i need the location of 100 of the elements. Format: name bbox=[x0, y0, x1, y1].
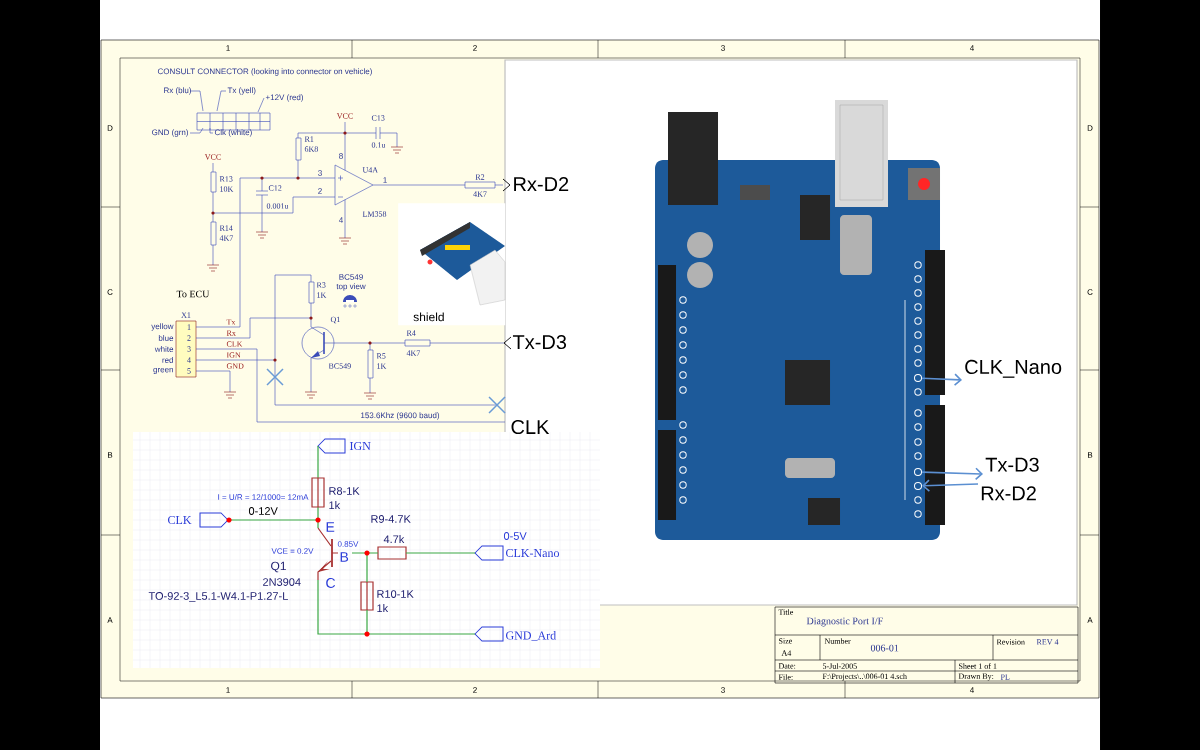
arrow bbox=[921, 373, 962, 386]
grid-reference: C bbox=[107, 289, 113, 295]
signal-label: Tx-D3 bbox=[985, 457, 1039, 472]
signal-label: Rx-D2 bbox=[514, 177, 569, 191]
wire-color-label: GND (grn) bbox=[152, 129, 188, 137]
pin-number: 8 bbox=[339, 153, 343, 159]
net-label: CLK bbox=[168, 515, 192, 525]
pin-hole bbox=[914, 468, 922, 476]
wire-color-label: blue bbox=[158, 335, 174, 341]
pin-number: 2 bbox=[318, 188, 322, 194]
component-label: BC549 bbox=[339, 274, 363, 280]
pin-label: E bbox=[326, 522, 335, 532]
grid-reference: C bbox=[1087, 289, 1093, 295]
voltage-label: 0.85V bbox=[337, 541, 359, 547]
note: CONSULT CONNECTOR (looking into connector on vehicle) bbox=[157, 68, 372, 76]
component-value: 0.001u bbox=[266, 203, 289, 209]
grid-reference: 2 bbox=[473, 687, 477, 693]
component-label: BC549 bbox=[328, 363, 351, 369]
component-label: R5 bbox=[376, 353, 386, 359]
net-label: IGN bbox=[349, 441, 371, 451]
shield-photo: shield bbox=[398, 203, 506, 326]
title-block-text: F:\Projects\..\006-01 4.sch bbox=[822, 673, 907, 681]
pin-number: 4 bbox=[338, 217, 343, 223]
arrow bbox=[921, 467, 983, 481]
wire-color-label: green bbox=[153, 368, 173, 374]
node-label: shield bbox=[413, 312, 444, 322]
note: TO-92-3_L5.1-W4.1-P1.27-L bbox=[148, 592, 288, 602]
grid-reference: 1 bbox=[226, 45, 230, 51]
net-label: CLK-Nano bbox=[506, 548, 560, 558]
signal-label: Tx-D3 bbox=[512, 334, 567, 350]
pin-number: 1 bbox=[383, 177, 387, 183]
component-value: 1K bbox=[317, 292, 327, 298]
wire-color-label: red bbox=[162, 357, 173, 363]
component-value: 1K bbox=[377, 363, 387, 369]
title-block-text: Drawn By: bbox=[958, 673, 994, 681]
component-label: LM358 bbox=[362, 211, 387, 217]
signal-label: CLK bbox=[226, 341, 243, 347]
wire-color-label: yellow bbox=[151, 323, 174, 331]
signal-label: Tx bbox=[226, 319, 236, 325]
pin-number: 3 bbox=[187, 346, 191, 352]
title-block-text: 5-Jul-2005 bbox=[823, 663, 857, 669]
component-label: R9-4.7K bbox=[371, 515, 411, 523]
title-block-text: 006-01 bbox=[870, 644, 899, 652]
title-block-text: Number bbox=[824, 638, 851, 644]
wire-color-label: Rx (blu) bbox=[164, 87, 191, 95]
pin-number: 1 bbox=[187, 324, 191, 330]
grid-reference: D bbox=[107, 125, 113, 131]
component-value: 4.7k bbox=[383, 535, 405, 543]
component-label: R1 bbox=[304, 136, 314, 142]
component-label: C12 bbox=[268, 185, 282, 191]
arrow bbox=[922, 479, 979, 492]
title-block-text: Title bbox=[778, 609, 794, 615]
wire-color-label: Tx (yell) bbox=[227, 87, 256, 95]
title-block-text: Diagnostic Port I/F bbox=[806, 617, 883, 627]
note: 153.6Khz (9600 baud) bbox=[361, 412, 440, 420]
title-block-text: Revision bbox=[996, 639, 1025, 645]
grid-reference: 3 bbox=[721, 687, 725, 693]
wire-color-label: white bbox=[154, 346, 174, 352]
grid-reference: B bbox=[108, 452, 113, 458]
grid-reference: 1 bbox=[226, 687, 230, 693]
component-value: 2N3904 bbox=[263, 578, 301, 586]
grid-reference: A bbox=[107, 617, 113, 623]
signal-label: IGN bbox=[226, 352, 241, 358]
grid-reference: A bbox=[1087, 617, 1093, 623]
pin-label: C bbox=[326, 578, 336, 588]
component-value: 4K7 bbox=[406, 350, 421, 356]
pin-label: B bbox=[340, 552, 349, 562]
signal-label: CLK bbox=[511, 419, 550, 435]
component-label: Q1 bbox=[330, 316, 340, 324]
component-value: 4K7 bbox=[219, 235, 234, 241]
pin-number: 3 bbox=[318, 170, 322, 176]
signal-label: Rx bbox=[226, 330, 236, 336]
pin-number: 2 bbox=[187, 335, 191, 341]
grid-reference: 4 bbox=[969, 687, 974, 693]
component-label: R13 bbox=[219, 176, 233, 182]
pin-number: 4 bbox=[187, 357, 191, 363]
component-label: U4A bbox=[362, 167, 378, 173]
voltage-label: VCE = 0.2V bbox=[271, 548, 314, 554]
signal-label: CLK_Nano bbox=[965, 359, 1062, 378]
title-block-text: PL bbox=[1000, 674, 1010, 680]
component-label: R14 bbox=[219, 225, 233, 231]
power-label: VCC bbox=[204, 154, 221, 160]
component-label: R2 bbox=[475, 174, 485, 180]
note: I = U/R = 12/1000= 12mA bbox=[218, 494, 309, 500]
signal-label: Rx-D2 bbox=[981, 486, 1036, 501]
grid-reference: D bbox=[1087, 125, 1093, 131]
pin-number: 5 bbox=[187, 368, 191, 374]
title-block-text: Sheet 1 of 1 bbox=[959, 663, 997, 669]
voltage-label: 0-5V bbox=[503, 532, 527, 540]
grid-reference: 4 bbox=[969, 45, 974, 51]
grid-reference: 3 bbox=[721, 45, 725, 51]
component-label: C13 bbox=[371, 115, 385, 121]
note: top view bbox=[336, 283, 366, 291]
component-label: R3 bbox=[316, 282, 326, 288]
title-block-text: File: bbox=[778, 674, 793, 680]
grid-reference: B bbox=[1088, 452, 1093, 458]
signal-label: GND bbox=[226, 363, 244, 369]
component-value: 6K8 bbox=[304, 146, 318, 152]
component-label: Q1 bbox=[271, 561, 286, 573]
component-value: 0.1u bbox=[371, 142, 386, 148]
